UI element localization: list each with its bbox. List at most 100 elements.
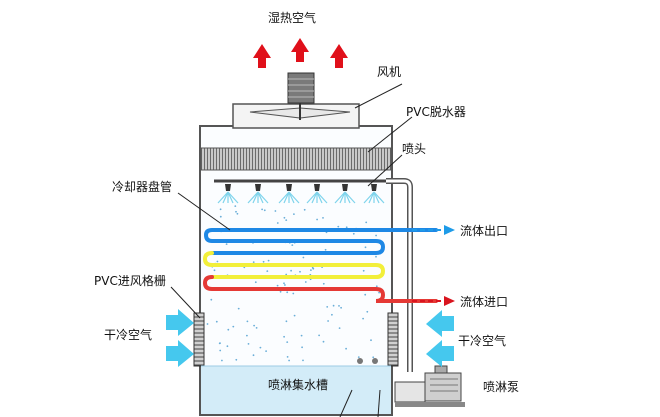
- water-droplet: [372, 356, 375, 359]
- water-droplet: [345, 347, 347, 350]
- water-droplet: [279, 290, 282, 293]
- water-droplet: [327, 320, 329, 322]
- water-droplet: [366, 310, 369, 313]
- water-droplet: [263, 209, 266, 212]
- label-basin: 喷淋集水槽: [268, 377, 328, 392]
- water-droplet: [292, 292, 295, 295]
- water-droplet: [331, 313, 333, 316]
- hot-air-arrow: [253, 44, 271, 68]
- water-droplet: [300, 334, 303, 337]
- water-droplet: [283, 335, 285, 338]
- nozzle: [278, 184, 300, 204]
- cooler-coil: [202, 228, 438, 303]
- water-droplet: [215, 320, 218, 323]
- water-droplet: [274, 210, 277, 212]
- basin-float: [372, 358, 378, 364]
- water-droplet: [324, 248, 327, 251]
- water-droplet: [219, 215, 222, 218]
- hot-air-arrow: [291, 38, 309, 62]
- coil-blue-section: [203, 228, 438, 255]
- water-droplet: [236, 212, 239, 215]
- pvc-drift-eliminator: [200, 147, 392, 171]
- right-air-louver: [387, 312, 399, 367]
- water-droplet: [322, 282, 325, 285]
- water-droplet: [345, 226, 348, 229]
- water-droplet: [293, 314, 296, 317]
- cold-air-arrows-right: [426, 310, 454, 367]
- water-droplet: [247, 343, 250, 345]
- fan-blades: [249, 103, 351, 120]
- basin-float: [357, 358, 363, 364]
- water-droplet: [375, 285, 378, 288]
- water-droplet: [326, 306, 329, 308]
- water-droplet: [252, 261, 255, 263]
- cold-air-arrow: [166, 340, 194, 367]
- water-droplet: [285, 273, 288, 276]
- water-droplet: [364, 293, 367, 296]
- water-droplet: [322, 340, 325, 343]
- water-droplet: [276, 222, 279, 224]
- water-droplet: [261, 208, 263, 211]
- spray-nozzles: [217, 184, 385, 204]
- water-droplet: [316, 218, 318, 221]
- water-droplet: [299, 270, 301, 273]
- water-droplet: [352, 232, 355, 235]
- water-droplet: [302, 359, 304, 362]
- water-droplet: [290, 269, 292, 272]
- water-droplet: [284, 284, 286, 286]
- water-droplet: [232, 325, 235, 328]
- water-droplet: [276, 284, 279, 287]
- label-top-air: 湿热空气: [268, 10, 316, 25]
- water-droplet: [311, 266, 314, 269]
- left-air-louver: [193, 312, 205, 367]
- fluid-outlet-arrow: [412, 225, 455, 235]
- water-droplet: [219, 349, 222, 352]
- label-pump: 喷淋泵: [483, 380, 519, 394]
- water-droplet: [378, 291, 380, 294]
- fan-motor: [287, 72, 315, 104]
- water-droplet: [375, 255, 377, 258]
- water-droplet: [255, 327, 258, 329]
- cold-air-arrow: [426, 340, 454, 367]
- water-droplet: [337, 225, 340, 228]
- water-droplet: [262, 260, 265, 263]
- water-droplet: [303, 208, 306, 211]
- nozzle: [306, 184, 328, 204]
- water-droplet: [246, 320, 249, 323]
- water-droplet: [265, 350, 267, 352]
- water-droplet: [283, 282, 285, 285]
- water-droplet: [286, 291, 289, 294]
- water-droplet: [293, 213, 295, 216]
- water-droplet: [226, 345, 229, 348]
- water-droplet: [221, 359, 223, 362]
- water-droplet: [310, 269, 312, 271]
- label-dry-air-left: 干冷空气: [104, 327, 152, 342]
- water-droplet: [338, 327, 341, 329]
- water-droplet: [210, 298, 213, 301]
- nozzle: [363, 184, 385, 204]
- coil-red-section: [202, 275, 438, 303]
- cold-air-arrow: [426, 310, 454, 337]
- label-dry-air-right: 干冷空气: [458, 333, 506, 348]
- water-droplet: [286, 341, 289, 343]
- spray-water-basin: [201, 366, 391, 414]
- water-droplet: [235, 210, 237, 213]
- water-droplet: [332, 304, 335, 307]
- cold-air-arrows-left: [166, 309, 194, 367]
- label-fan: 风机: [377, 65, 401, 79]
- water-droplet: [318, 334, 320, 337]
- label-fluid-in: 流体进口: [460, 295, 508, 309]
- water-droplet: [218, 342, 221, 345]
- nozzle: [334, 184, 356, 204]
- coil-yellow-section: [202, 251, 386, 279]
- label-coil: 冷却器盘管: [112, 179, 172, 194]
- label-eliminator: PVC脱水器: [406, 104, 466, 119]
- water-droplet: [291, 244, 294, 247]
- water-droplet: [213, 269, 216, 272]
- water-droplet: [285, 320, 288, 323]
- water-droplet: [283, 216, 286, 219]
- water-droplet: [253, 324, 256, 327]
- water-droplet: [286, 356, 289, 358]
- spray-pump: [394, 365, 465, 407]
